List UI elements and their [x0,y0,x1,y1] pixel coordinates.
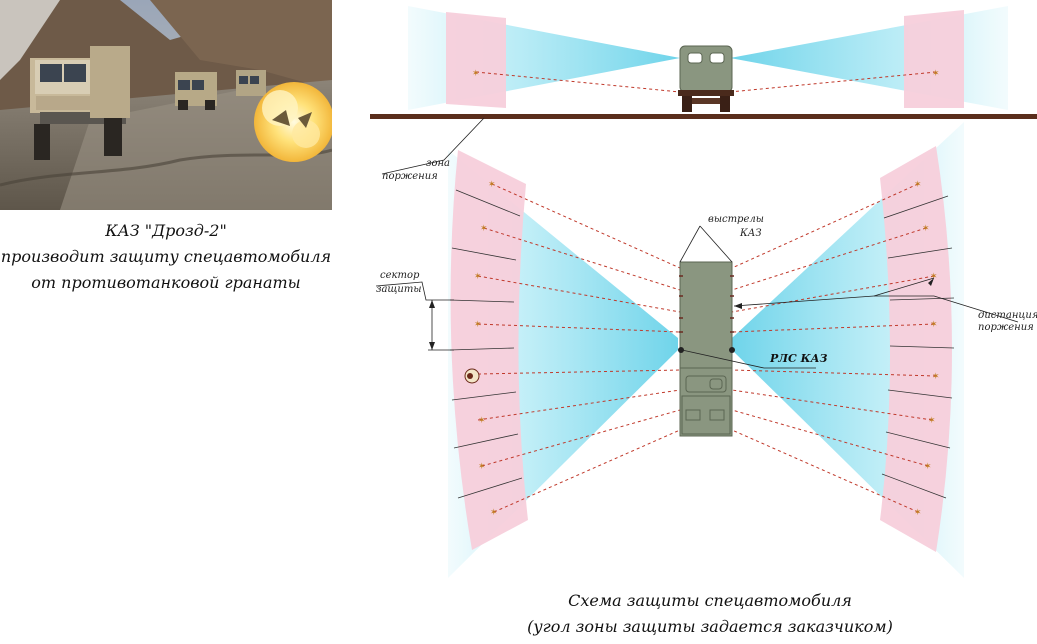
svg-text:✶: ✶ [914,508,922,518]
protection-scheme-diagram: ✶ ✶ [370,6,1037,578]
kill-zone-right-side [904,10,964,108]
trajectory-line [731,183,919,269]
top-view: ✶ ✶ ✶ ✶ ✶ ✶ ✶ ✶ ✶ ✶ ✶ ✶ ✶ ✶ ✶ [375,117,1037,578]
kill-zone-left-side [446,12,506,108]
svg-text:✶: ✶ [914,180,922,190]
svg-text:✶: ✶ [930,320,938,330]
trajectory-line [493,429,681,513]
ground-line [370,114,1037,119]
label-protection-sector: защиты [376,284,422,295]
following-trucks [175,70,266,110]
svg-text:✶: ✶ [488,180,496,190]
label-kill-zone: зона [426,158,450,169]
trajectory-line [731,429,919,513]
side-view: ✶ ✶ [370,6,1037,119]
kill-zone-left [450,150,528,550]
diagram-caption-line: Схема защиты спецавтомобиля [568,591,852,610]
photo-caption-line: КАЗ "Дрозд-2" [105,221,227,240]
photo-caption: КАЗ "Дрозд-2" производит защиту спецавто… [0,218,332,296]
trajectory-line [731,369,937,377]
trajectory-line [477,389,681,421]
photo-caption-line: от противотанковой гранаты [31,273,301,292]
photo-caption-line: производит защиту спецавтомобиля [0,247,332,266]
svg-text:✶: ✶ [478,462,486,472]
trajectory-line [477,275,681,313]
label-kill-distance: дистанция [978,310,1037,321]
label-protection-sector: сектор [380,270,420,281]
svg-text:✶: ✶ [928,416,936,426]
radar-cone-right-side [730,6,1008,110]
diagram-caption-line: (угол зоны защиты задается заказчиком) [527,617,893,636]
trajectory-line [475,71,681,93]
lead-truck [30,46,130,160]
label-radar: РЛС КАЗ [769,352,828,365]
intercept-burst-icon [464,368,480,384]
label-kaz-shells: КАЗ [739,228,762,239]
svg-text:✶: ✶ [932,372,940,382]
svg-text:✶: ✶ [930,272,938,282]
svg-text:✶: ✶ [480,224,488,234]
label-kill-distance: поржения [978,322,1034,333]
grenade-explosion [254,82,332,162]
svg-text:✶: ✶ [474,272,482,282]
trajectory-line [491,183,681,269]
svg-text:✶: ✶ [490,508,498,518]
trajectory-line [731,227,927,291]
trajectory-line [481,409,681,467]
trajectory-line [731,409,929,467]
vehicle-top-view [678,261,735,437]
trajectory-line [729,71,937,93]
svg-text:✶: ✶ [474,320,482,330]
vehicle-rear-view [678,45,734,112]
threat-markers: ✶ ✶ ✶ ✶ ✶ ✶ ✶ ✶ ✶ ✶ ✶ ✶ ✶ ✶ ✶ [474,180,940,518]
trajectory-line [477,323,681,333]
svg-text:✶: ✶ [924,462,932,472]
svg-text:✶: ✶ [932,69,940,79]
svg-text:✶: ✶ [922,224,930,234]
diagram-caption: Схема защиты спецавтомобиля (угол зоны з… [440,588,980,640]
trajectory-line [477,369,681,375]
svg-text:✶: ✶ [472,69,480,79]
kill-zone-right [880,146,952,552]
trajectory-line [483,227,681,291]
trajectory-line [731,323,935,333]
label-kill-zone: поржения [382,171,438,182]
trajectory-line [731,389,933,421]
label-kaz-shells: выстрелы [708,214,764,225]
convoy-photo [0,0,332,210]
svg-text:✶: ✶ [478,416,486,426]
trajectory-line [731,275,935,313]
